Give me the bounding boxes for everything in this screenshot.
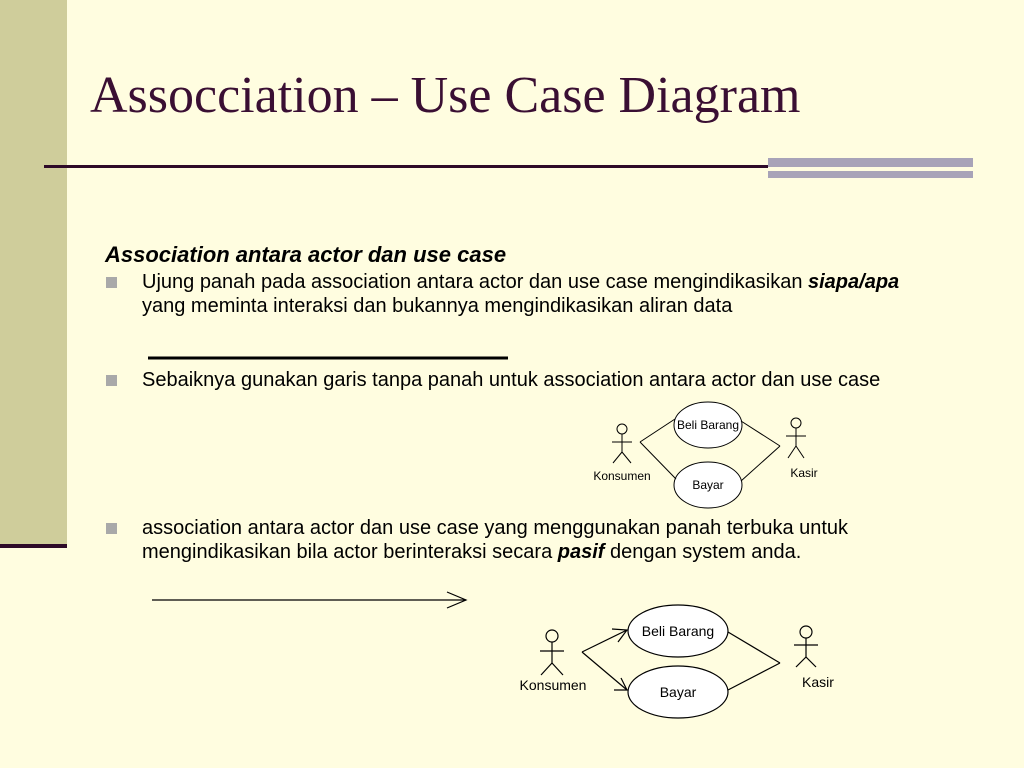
bullet-3-text-start: association antara actor dan use case ya… bbox=[142, 517, 849, 563]
left-side-rule bbox=[0, 544, 67, 548]
actor-kasir-label: Kasir bbox=[790, 466, 817, 480]
actor-kasir-figure bbox=[786, 417, 806, 459]
usecase-bayar bbox=[627, 665, 729, 719]
usecase-bayar-label: Bayar bbox=[692, 478, 723, 492]
bullet-square-icon bbox=[106, 375, 117, 386]
bullet-item-3: association antara actor dan use case ya… bbox=[106, 516, 922, 564]
actor-kasir-label: Kasir bbox=[802, 674, 834, 690]
bullet-1-emphasis: siapa/apa bbox=[808, 271, 900, 293]
bullet-1-text-end: yang meminta interaksi dan bukannya meng… bbox=[142, 295, 733, 317]
actor-konsumen-figure bbox=[540, 629, 564, 676]
usecase-beli-barang bbox=[627, 604, 729, 658]
association-lines-arrows bbox=[581, 628, 781, 691]
bullet-3-emphasis: pasif bbox=[557, 541, 605, 563]
bullet-item-1: Ujung panah pada association antara acto… bbox=[106, 270, 942, 318]
usecase-bayar bbox=[673, 461, 743, 509]
bullet-2-text: Sebaiknya gunakan garis tanpa panah untu… bbox=[142, 369, 881, 391]
section-subheading: Association antara actor dan use case bbox=[105, 242, 507, 267]
usecase-beli-barang bbox=[673, 401, 743, 449]
title-accent-bar-bottom bbox=[768, 171, 973, 178]
bullet-item-2: Sebaiknya gunakan garis tanpa panah untu… bbox=[106, 368, 942, 392]
bullet-3-text-end: dengan system anda. bbox=[604, 541, 802, 563]
actor-konsumen-label: Konsumen bbox=[520, 677, 587, 693]
usecase-bayar-label: Bayar bbox=[660, 684, 697, 700]
title-accent-bar-top bbox=[768, 158, 973, 167]
bullet-square-icon bbox=[106, 523, 117, 534]
slide-title: Assocciation – Use Case Diagram bbox=[90, 67, 801, 124]
actor-kasir-figure bbox=[794, 625, 818, 668]
bullet-square-icon bbox=[106, 277, 117, 288]
left-side-band bbox=[0, 0, 67, 544]
usecase-beli-barang-label: Beli Barang bbox=[642, 623, 714, 639]
actor-konsumen-label: Konsumen bbox=[593, 469, 650, 483]
bullet-1-text-start: Ujung panah pada association antara acto… bbox=[142, 271, 808, 293]
title-underline bbox=[44, 165, 768, 168]
association-lines-plain bbox=[639, 418, 781, 482]
actor-konsumen-figure bbox=[612, 423, 632, 464]
usecase-beli-barang-label: Beli Barang bbox=[677, 418, 739, 432]
